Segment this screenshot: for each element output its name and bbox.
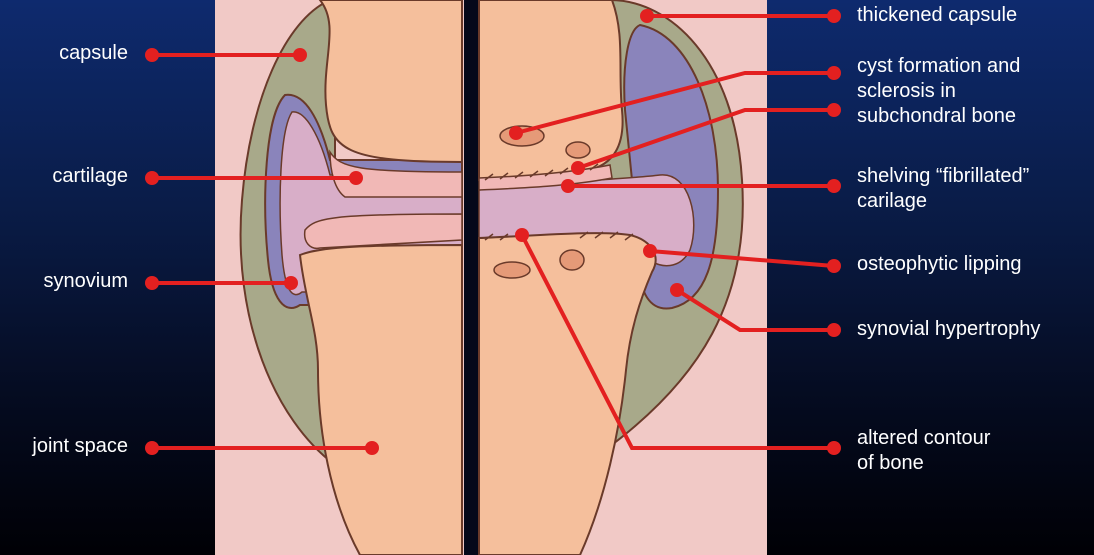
subchondral-cyst-lower-small [560, 250, 584, 270]
dot-osteophytic-label [827, 259, 841, 273]
dot-thickened-capsule-target [640, 9, 654, 23]
dot-altered-contour-target [515, 228, 529, 242]
label-subchondral-bone: subchondral bone [857, 106, 1016, 127]
dot-altered-contour-label [827, 441, 841, 455]
dot-fibrillated-target [561, 179, 575, 193]
label-of-bone: of bone [857, 453, 924, 474]
dot-thickened-capsule-label [827, 9, 841, 23]
label-carilage: carilage [857, 191, 927, 212]
panel-divider [464, 0, 479, 555]
label-capsule: capsule [59, 43, 128, 64]
dot-cartilage-target [349, 171, 363, 185]
dot-osteophytic-target [643, 244, 657, 258]
dot-synovium-label [145, 276, 159, 290]
dot-capsule-label [145, 48, 159, 62]
label-cartilage: cartilage [52, 166, 128, 187]
label-osteophytic-lipping: osteophytic lipping [857, 254, 1022, 275]
right-upper-bone [479, 0, 623, 180]
dot-joint-space-label [145, 441, 159, 455]
dot-synovium-target [284, 276, 298, 290]
dot-cyst-label [827, 66, 841, 80]
left-upper-bone [320, 0, 462, 162]
label-sclerosis-in: sclerosis in [857, 81, 956, 102]
dot-hypertrophy-label [827, 323, 841, 337]
label-synovial-hypertrophy: synovial hypertrophy [857, 319, 1040, 340]
subchondral-cyst-lower [494, 262, 530, 278]
dot-sclerosis-label [827, 103, 841, 117]
label-altered-contour: altered contour [857, 428, 990, 449]
dot-fibrillated-label [827, 179, 841, 193]
label-shelving-fibrillated: shelving “fibrillated” [857, 166, 1029, 187]
label-cyst-formation: cyst formation and [857, 56, 1020, 77]
subchondral-cyst-upper-small [566, 142, 590, 158]
dot-joint-space-target [365, 441, 379, 455]
dot-cyst-target [509, 126, 523, 140]
dot-cartilage-label [145, 171, 159, 185]
dot-sclerosis-target [571, 161, 585, 175]
label-thickened-capsule: thickened capsule [857, 5, 1017, 26]
label-joint-space: joint space [32, 436, 128, 457]
dot-hypertrophy-target [670, 283, 684, 297]
dot-capsule-target [293, 48, 307, 62]
label-synovium: synovium [44, 271, 128, 292]
